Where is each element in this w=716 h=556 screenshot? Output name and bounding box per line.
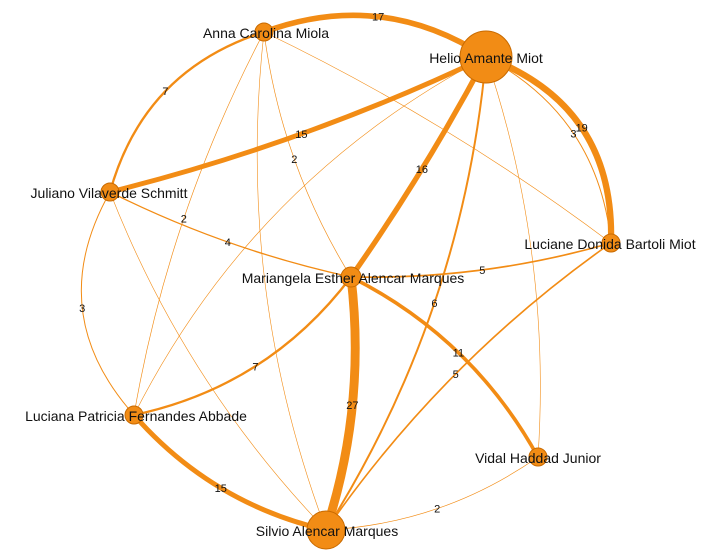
- edge-helio-luciana: [133, 56, 487, 416]
- edge-weight-label: 5: [479, 265, 485, 277]
- edge-weight-label: 16: [416, 164, 428, 176]
- edge-weight-label: 19: [576, 123, 588, 135]
- node-vidal[interactable]: [528, 447, 548, 467]
- edge-luciane-helio: [485, 56, 612, 244]
- edge-helio-luciane: [482, 53, 615, 247]
- edge-weight-label: 15: [295, 129, 307, 141]
- node-anna[interactable]: [254, 22, 274, 42]
- node-labels-layer: Helio Amante Miot Anna Carolina MiolaJuli…: [25, 25, 696, 539]
- edge-weight-label: 3: [79, 303, 85, 315]
- node-label-juliano: Juliano Vilaverde Schmitt: [31, 185, 188, 201]
- edge-helio-silvio: [325, 56, 487, 531]
- edge-weight-label: 2: [291, 154, 297, 166]
- node-label-vidal: Vidal Haddad Junior: [475, 450, 601, 466]
- edge-weight-label: 4: [225, 237, 231, 249]
- edge-juliano-silvio: [109, 191, 327, 531]
- node-label-luciane: Luciane Donida Bartoli Miot: [524, 236, 695, 252]
- edge-anna-mariangela: [263, 31, 352, 278]
- edge-weight-label: 3: [570, 128, 576, 140]
- node-label-mariangela: Mariangela Esther Alencar Marques: [242, 270, 465, 286]
- edge-luciana-mariangela: [132, 275, 353, 417]
- node-luciane[interactable]: [601, 233, 621, 253]
- edge-weight-label: 2: [434, 504, 440, 516]
- edge-anna-luciane: [263, 31, 612, 244]
- edge-anna-silvio: [256, 31, 327, 531]
- edge-juliano-helio: [107, 54, 489, 195]
- edge-labels-layer: 17 19 15 16 27 7 2 4 3 7 2 15 5 6 5 2 11 3: [79, 12, 588, 516]
- edge-weight-label: 7: [162, 86, 168, 98]
- edge-mariangela-vidal: [349, 275, 540, 459]
- node-mariangela[interactable]: [340, 266, 362, 288]
- edge-anna-helio: [261, 12, 489, 60]
- edge-weight-label: 27: [346, 400, 358, 412]
- edge-anna-luciana: [133, 31, 265, 416]
- node-helio[interactable]: [459, 30, 513, 84]
- edges-layer: [80, 12, 615, 535]
- node-silvio[interactable]: [306, 510, 346, 550]
- edge-mariangela-helio: [348, 54, 489, 280]
- edge-juliano-mariangela: [109, 191, 352, 278]
- edge-weight-label: 6: [431, 298, 437, 310]
- edge-silvio-vidal: [325, 456, 539, 531]
- edge-mariangela-silvio: [321, 272, 360, 535]
- edge-weight-label: 7: [252, 361, 258, 373]
- edge-weight-label: 11: [453, 348, 464, 360]
- edge-mariangela-luciane: [350, 242, 612, 279]
- edge-juliano-luciana: [80, 191, 135, 416]
- node-juliano[interactable]: [100, 182, 120, 202]
- edge-silvio-luciane: [325, 242, 612, 531]
- edge-weight-label: 15: [215, 483, 227, 495]
- node-label-helio: Helio Amante Miot: [429, 50, 543, 66]
- edge-luciana-silvio: [131, 412, 329, 533]
- edge-anna-juliano: [108, 30, 266, 194]
- node-label-silvio: Silvio Alencar Marques: [256, 523, 398, 539]
- edge-weight-label: 5: [453, 369, 459, 381]
- node-label-anna: Anna Carolina Miola: [203, 25, 329, 41]
- node-label-luciana: Luciana Patricia Fernandes Abbade: [25, 408, 247, 424]
- nodes-layer: [100, 22, 621, 550]
- edge-weight-label: 17: [372, 12, 384, 24]
- edge-helio-vidal: [485, 56, 541, 458]
- node-luciana[interactable]: [124, 405, 144, 425]
- edge-weight-label: 2: [181, 213, 187, 225]
